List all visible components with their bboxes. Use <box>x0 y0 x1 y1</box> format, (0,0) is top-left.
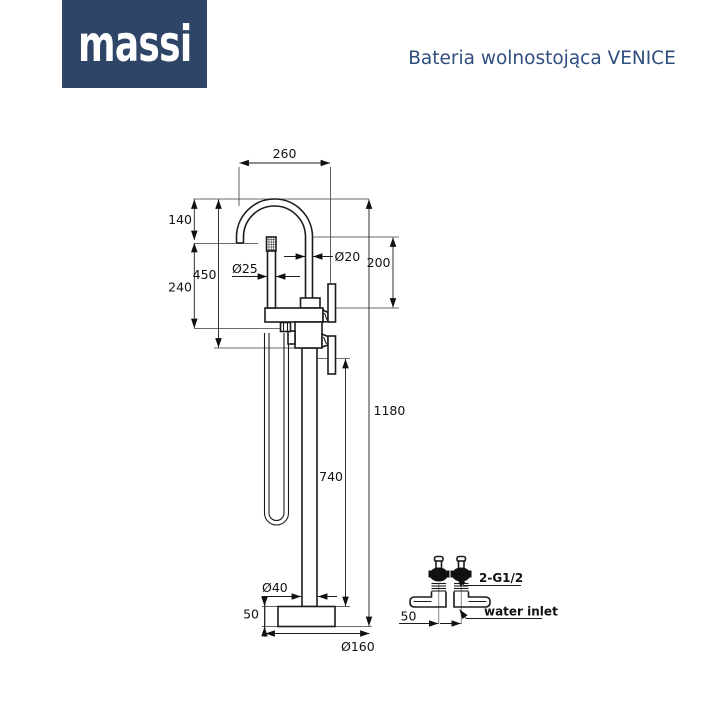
body-top <box>264 307 324 323</box>
dim-base-thickness: 50 <box>243 607 259 622</box>
column <box>301 347 318 608</box>
dim-outlet-above-body: 200 <box>367 255 391 270</box>
base <box>277 605 336 628</box>
inlet-pipe-left <box>409 555 450 608</box>
dim-total-height: 1180 <box>374 403 406 418</box>
mixer-lever <box>327 283 337 323</box>
faucet-outline <box>235 198 337 628</box>
dim-spout-tube-diameter: Ø20 <box>335 249 361 264</box>
spout-collar <box>299 297 321 309</box>
inlet-detail-view: 2-G1/2 water inlet 50 <box>399 555 558 627</box>
inlet-pipe-right <box>450 555 491 608</box>
dim-base-diameter: Ø160 <box>341 639 375 654</box>
dim-spout-drop: 140 <box>168 212 192 227</box>
dim-column-diameter: Ø40 <box>262 580 288 595</box>
dim-inlet-spacing: 50 <box>401 609 417 624</box>
body-mid <box>294 321 323 349</box>
hose-nut <box>279 321 292 333</box>
label-water-inlet: water inlet <box>484 605 558 619</box>
dim-outlet-to-body: 240 <box>168 280 192 295</box>
handshower-hose <box>263 333 290 526</box>
dimension-labels: 260 140 450 240 Ø25 Ø20 200 1180 740 Ø40… <box>168 146 405 654</box>
spout-outline <box>235 198 314 298</box>
dimension-lines <box>191 159 397 637</box>
label-connection-thread: 2-G1/2 <box>479 571 523 585</box>
diverter-lever <box>327 335 337 375</box>
dim-handshower-diameter: Ø25 <box>232 261 258 276</box>
handshower-wand <box>266 250 277 309</box>
dim-spout-width: 260 <box>273 146 297 161</box>
dim-column-height: 740 <box>319 469 343 484</box>
brand-logo-text: massi <box>77 15 192 73</box>
dim-upper-section-height: 450 <box>193 267 217 282</box>
brand-logo: massi <box>62 0 207 88</box>
extension-lines <box>193 167 399 637</box>
page-title: Bateria wolnostojąca VENICE <box>408 48 676 69</box>
